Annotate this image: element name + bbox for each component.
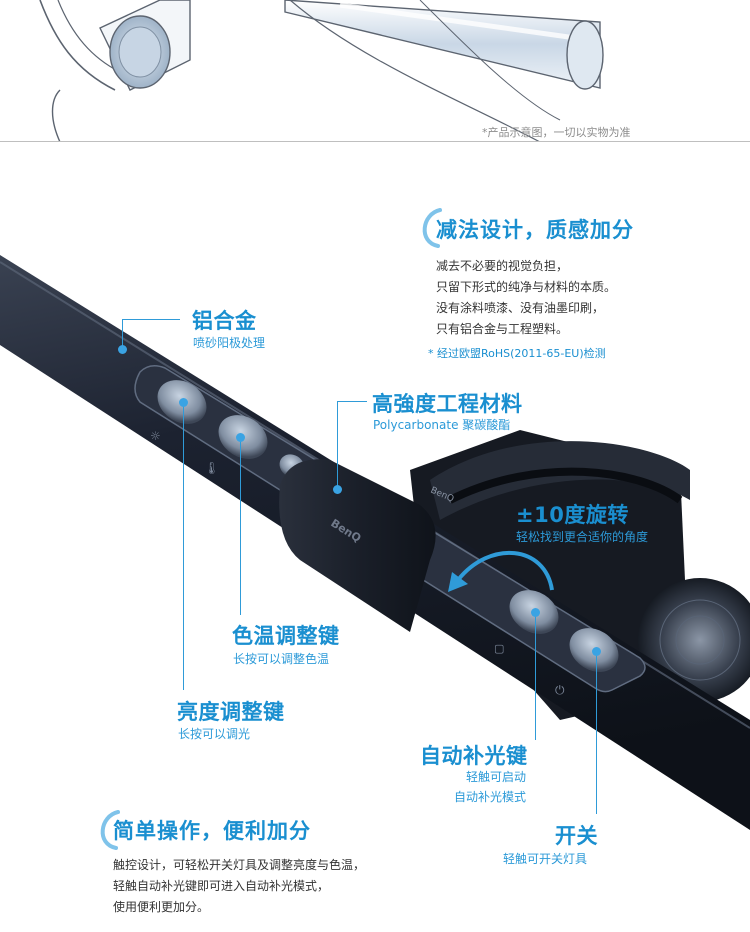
callout-aluminum-sub: 喷砂阳极处理: [193, 336, 266, 350]
callout-dot-power: [592, 647, 601, 656]
section2-body-line: 触控设计，可轻松开关灯具及调整亮度与色温，: [113, 858, 366, 872]
callout-rotation-sub: 轻松找到更合适你的角度: [516, 530, 649, 544]
callout-line-colortemp-v: [240, 440, 241, 615]
section1-body-line: 只留下形式的纯净与材料的本质。: [436, 280, 617, 294]
callout-dot-colortemp: [236, 433, 245, 442]
callout-line-material-v: [337, 401, 338, 489]
svg-text:▢: ▢: [494, 642, 504, 655]
svg-text:☼: ☼: [150, 429, 161, 443]
rohs-note: * 经过欧盟RoHS(2011-65-EU)检测: [428, 347, 606, 360]
section1-title: 减法设计，质感加分: [436, 218, 634, 242]
callout-power-sub: 轻触可开关灯具: [503, 852, 588, 866]
callout-line-power-v: [596, 654, 597, 814]
callout-aluminum-title: 铝合金: [192, 309, 257, 333]
svg-text:⏻: ⏻: [555, 683, 565, 697]
callout-autolight-sub: 轻触可启动: [466, 770, 527, 784]
callout-dot-aluminum: [118, 345, 127, 354]
callout-line-autolight-v: [535, 615, 536, 740]
product-disclaimer: *产品示意图，一切以实物为准: [482, 126, 631, 139]
section1-body-line: 没有涂料喷漆、没有油墨印刷，: [436, 301, 605, 315]
callout-dot-autolight: [531, 608, 540, 617]
callout-line-brightness-v: [183, 405, 184, 690]
callout-dot-material: [333, 485, 342, 494]
section1-body-line: 只有铝合金与工程塑料。: [436, 322, 569, 336]
callout-material-title: 高強度工程材料: [372, 392, 523, 416]
swoosh-icon: [100, 810, 120, 850]
swoosh-icon: [422, 208, 442, 248]
section1-body-line: 减去不必要的视觉负担，: [436, 259, 569, 273]
callout-dot-brightness: [179, 398, 188, 407]
callout-line-aluminum-h: [122, 319, 180, 320]
svg-text:🌡: 🌡: [204, 461, 219, 475]
callout-colortemp-title: 色温调整键: [232, 624, 340, 648]
callout-line-aluminum-v: [122, 319, 123, 349]
callout-brightness-sub: 长按可以调光: [178, 727, 251, 741]
section2-body-line: 轻触自动补光键即可进入自动补光模式，: [113, 879, 330, 893]
callout-material-sub: Polycarbonate 聚碳酸酯: [373, 418, 511, 432]
callout-autolight-sub: 自动补光模式: [454, 790, 527, 804]
callout-brightness-title: 亮度调整键: [177, 700, 285, 724]
callout-colortemp-sub: 长按可以调整色温: [233, 652, 330, 666]
callout-rotation-title: ±10度旋转: [516, 503, 629, 527]
section2-title: 简单操作，便利加分: [113, 819, 311, 843]
lamp-sketch-illustration: [0, 0, 750, 142]
callout-autolight-title: 自动补光键: [420, 744, 528, 768]
section2-body-line: 使用便利更加分。: [113, 900, 210, 914]
callout-power-title: 开关: [555, 824, 598, 848]
callout-line-material-h: [337, 401, 367, 402]
